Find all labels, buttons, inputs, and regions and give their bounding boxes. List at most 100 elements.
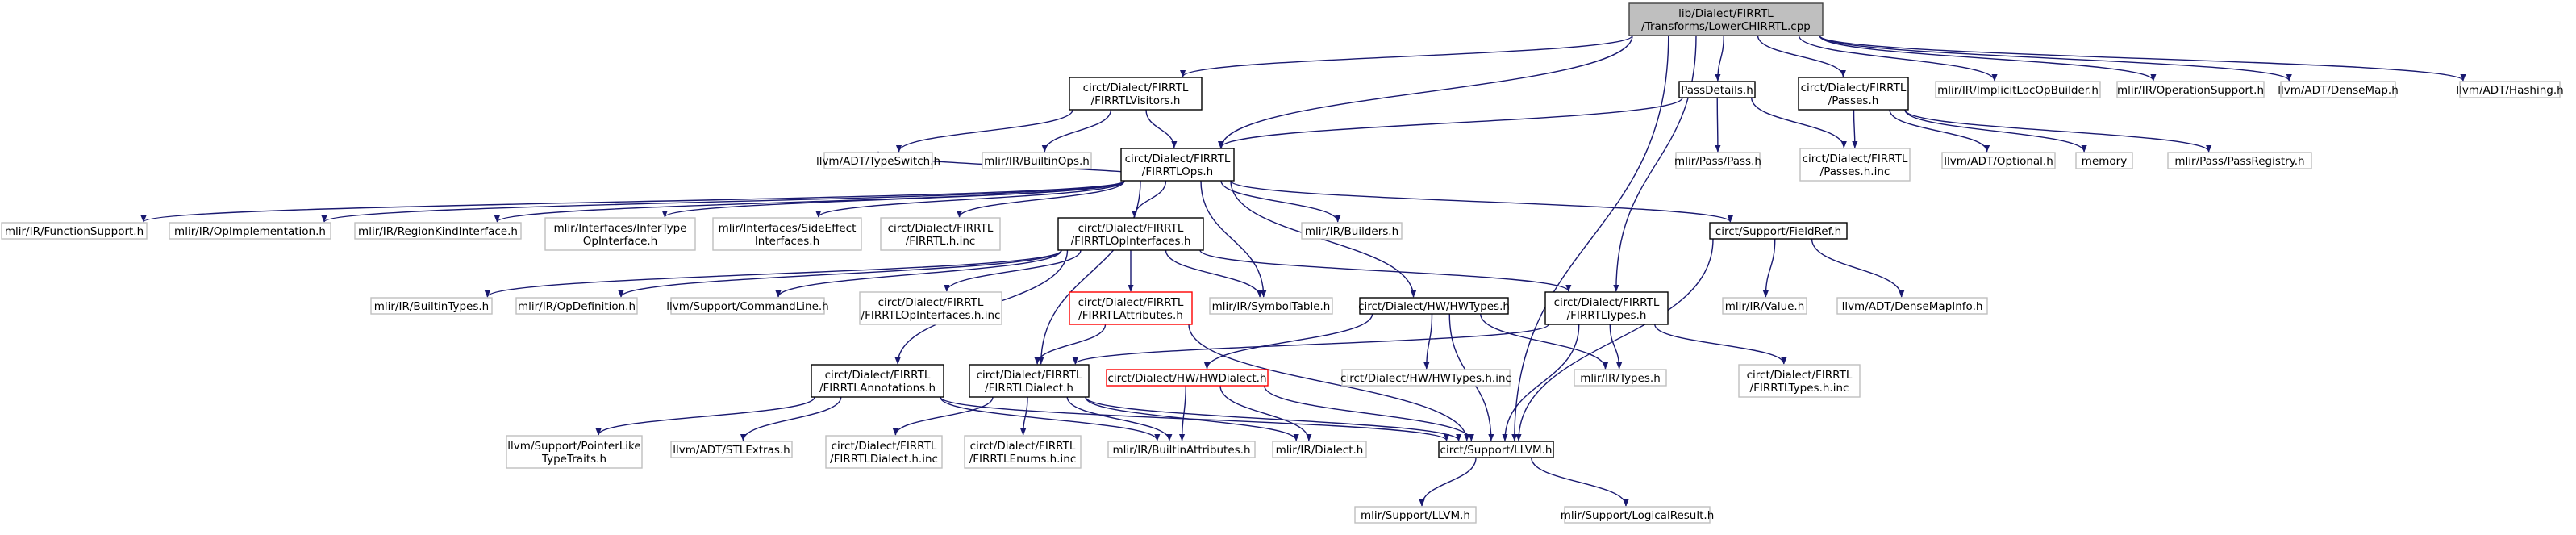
node-opimpl[interactable]: mlir/IR/OpImplementation.h: [169, 222, 331, 240]
node-passesinc[interactable]: circt/Dialect/FIRRTL/Passes.h.inc: [1799, 148, 1911, 182]
node-box: [823, 152, 933, 169]
node-firrtltypesinc[interactable]: circt/Dialect/FIRRTL/FIRRTLTypes.h.inc: [1738, 364, 1861, 398]
node-value[interactable]: mlir/IR/Value.h: [1722, 297, 1807, 315]
edge-hwtypes-to-hwdialect: [1203, 313, 1373, 370]
node-densemapinfo[interactable]: llvm/ADT/DenseMapInfo.h: [1836, 297, 1988, 315]
node-builtintypes[interactable]: mlir/IR/BuiltinTypes.h: [370, 297, 493, 315]
edge-firrtlops-to-symboltable: [1200, 180, 1267, 298]
node-label-line: mlir/IR/FunctionSupport.h: [5, 225, 144, 238]
node-enumsinc[interactable]: circt/Dialect/FIRRTL/FIRRTLEnums.h.inc: [964, 435, 1082, 469]
edge-firrtldialect-to-circtllvm: [1085, 396, 1462, 441]
node-firrtlops[interactable]: circt/Dialect/FIRRTL/FIRRTLOps.h: [1120, 148, 1235, 182]
node-irtypes[interactable]: mlir/IR/Types.h: [1574, 369, 1667, 387]
node-box: [1341, 369, 1511, 387]
node-implicitloc[interactable]: mlir/IR/ImplicitLocOpBuilder.h: [1935, 81, 2101, 98]
edge-firrtlops-to-firrtldialect: [1038, 180, 1141, 365]
node-builtinops[interactable]: mlir/IR/BuiltinOps.h: [982, 152, 1092, 169]
node-label-line: /Passes.h: [1828, 94, 1879, 107]
edge-firrtltypes-to-circtllvm: [1502, 324, 1580, 441]
edge-root-to-hashing: [1819, 35, 2466, 82]
node-box: [2116, 81, 2265, 98]
edge-passes-to-passesinc: [1852, 109, 1858, 148]
node-regionkind[interactable]: mlir/IR/RegionKindInterface.h: [354, 222, 522, 240]
node-box: [1209, 297, 1333, 315]
node-opinterfacesinc[interactable]: circt/Dialect/FIRRTL/FIRRTLOpInterfaces.…: [859, 291, 1002, 325]
node-label-line: mlir/Pass/Pass.h: [1674, 155, 1761, 168]
node-hwdialect[interactable]: circt/Dialect/HW/HWDialect.h: [1106, 369, 1269, 387]
node-densemap[interactable]: llvm/ADT/DenseMap.h: [2278, 81, 2399, 98]
node-annotations[interactable]: circt/Dialect/FIRRTL/FIRRTLAnnotations.h: [811, 364, 944, 398]
node-symboltable[interactable]: mlir/IR/SymbolTable.h: [1209, 297, 1333, 315]
node-label-line: mlir/IR/BuiltinOps.h: [984, 155, 1090, 168]
edge-firrtldialect-to-enumsinc: [1020, 396, 1028, 436]
node-builtinattrs[interactable]: mlir/IR/BuiltinAttributes.h: [1107, 441, 1256, 458]
node-attributes[interactable]: circt/Dialect/FIRRTL/FIRRTLAttributes.h: [1069, 291, 1193, 325]
node-firrtlhinc[interactable]: circt/Dialect/FIRRTL/FIRRTL.h.inc: [880, 217, 1001, 251]
node-optional[interactable]: llvm/ADT/Optional.h: [1941, 152, 2056, 169]
node-mlirllvm[interactable]: mlir/Support/LLVM.h: [1354, 506, 1477, 524]
edge-firrtlops-to-firrtlhinc: [956, 180, 1125, 218]
edge-annotations-to-stlextras: [740, 396, 842, 441]
edge-layer: [140, 35, 2466, 507]
node-box: [670, 297, 825, 315]
node-memory[interactable]: memory: [2075, 152, 2133, 169]
node-builders[interactable]: mlir/IR/Builders.h: [1301, 222, 1403, 240]
node-hwtypesinc[interactable]: circt/Dialect/HW/HWTypes.h.inc: [1340, 369, 1511, 387]
node-label-line: mlir/IR/Dialect.h: [1276, 444, 1364, 457]
edge-circtllvm-to-mlirllvm: [1419, 457, 1477, 507]
node-label-line: mlir/IR/BuiltinTypes.h: [374, 300, 489, 313]
node-pass[interactable]: mlir/Pass/Pass.h: [1674, 152, 1761, 169]
edge-passes-to-passregistry: [1904, 109, 2212, 153]
node-label-line: /Passes.h.inc: [1820, 165, 1890, 178]
node-root[interactable]: lib/Dialect/FIRRTL/Transforms/LowerCHIRR…: [1628, 2, 1824, 36]
node-firrtltypes[interactable]: circt/Dialect/FIRRTL/FIRRTLTypes.h: [1544, 291, 1669, 325]
node-irdialect[interactable]: mlir/IR/Dialect.h: [1272, 441, 1367, 458]
node-stlextras[interactable]: llvm/ADT/STLExtras.h: [670, 441, 793, 458]
node-fieldref[interactable]: circt/Support/FieldRef.h: [1709, 222, 1848, 240]
node-logicalresult[interactable]: mlir/Support/LogicalResult.h: [1561, 506, 1715, 524]
node-opinterfaces[interactable]: circt/Dialect/FIRRTL/FIRRTLOpInterfaces.…: [1057, 217, 1204, 251]
node-box: [1722, 297, 1807, 315]
node-circtllvm[interactable]: circt/Support/LLVM.h: [1438, 441, 1554, 458]
node-label-line: circt/Dialect/HW/HWTypes.h: [1358, 300, 1510, 313]
node-firrtldialect[interactable]: circt/Dialect/FIRRTL/FIRRTLDialect.h: [969, 364, 1090, 398]
node-passregistry[interactable]: mlir/Pass/PassRegistry.h: [2167, 152, 2312, 169]
node-dialectinc[interactable]: circt/Dialect/FIRRTL/FIRRTLDialect.h.inc: [825, 435, 943, 469]
node-box: [811, 364, 944, 398]
edge-hwtypes-to-hwtypesinc: [1423, 313, 1433, 370]
node-hwtypes[interactable]: circt/Dialect/HW/HWTypes.h: [1358, 297, 1510, 315]
node-hashing[interactable]: llvm/ADT/Hashing.h: [2456, 81, 2564, 98]
node-label-line: mlir/Interfaces/SideEffect: [719, 222, 857, 235]
edge-firrtlops-to-sideeffect: [815, 180, 1125, 218]
node-passdetails[interactable]: PassDetails.h: [1678, 81, 1756, 98]
node-box: [880, 217, 1001, 251]
node-passes[interactable]: circt/Dialect/FIRRTL/Passes.h: [1798, 77, 1909, 111]
node-commandline[interactable]: llvm/Support/CommandLine.h: [666, 297, 829, 315]
node-typeswitch[interactable]: llvm/ADT/TypeSwitch.h: [816, 152, 940, 169]
node-box: [1564, 506, 1711, 524]
node-opsupport[interactable]: mlir/IR/OperationSupport.h: [2116, 81, 2265, 98]
edge-visitors-to-firrtlops: [1145, 109, 1178, 148]
edge-firrtltypes-to-irtypes: [1609, 324, 1623, 370]
edge-firrtlops-to-fieldref: [1230, 180, 1733, 223]
node-label-line: memory: [2082, 155, 2127, 168]
node-label-line: circt/Dialect/FIRRTL: [1078, 222, 1184, 235]
node-label-line: mlir/IR/OperationSupport.h: [2117, 84, 2264, 97]
node-label-line: /FIRRTLOpInterfaces.h: [1071, 235, 1191, 248]
node-opdefinition[interactable]: mlir/IR/OpDefinition.h: [515, 297, 638, 315]
node-box: [354, 222, 522, 240]
node-box: [969, 364, 1090, 398]
node-box: [1799, 148, 1911, 182]
node-box: [1836, 297, 1988, 315]
node-label-line: circt/Dialect/FIRRTL: [1083, 82, 1189, 94]
node-label-line: /Transforms/LowerCHIRRTL.cpp: [1641, 20, 1811, 33]
node-box: [1107, 441, 1256, 458]
node-visitors[interactable]: circt/Dialect/FIRRTL/FIRRTLVisitors.h: [1069, 77, 1203, 111]
node-box: [670, 441, 793, 458]
node-funcsupport[interactable]: mlir/IR/FunctionSupport.h: [1, 222, 148, 240]
edge-opinterfaces-to-firrtltypes: [1199, 249, 1572, 292]
node-box: [2280, 81, 2396, 98]
